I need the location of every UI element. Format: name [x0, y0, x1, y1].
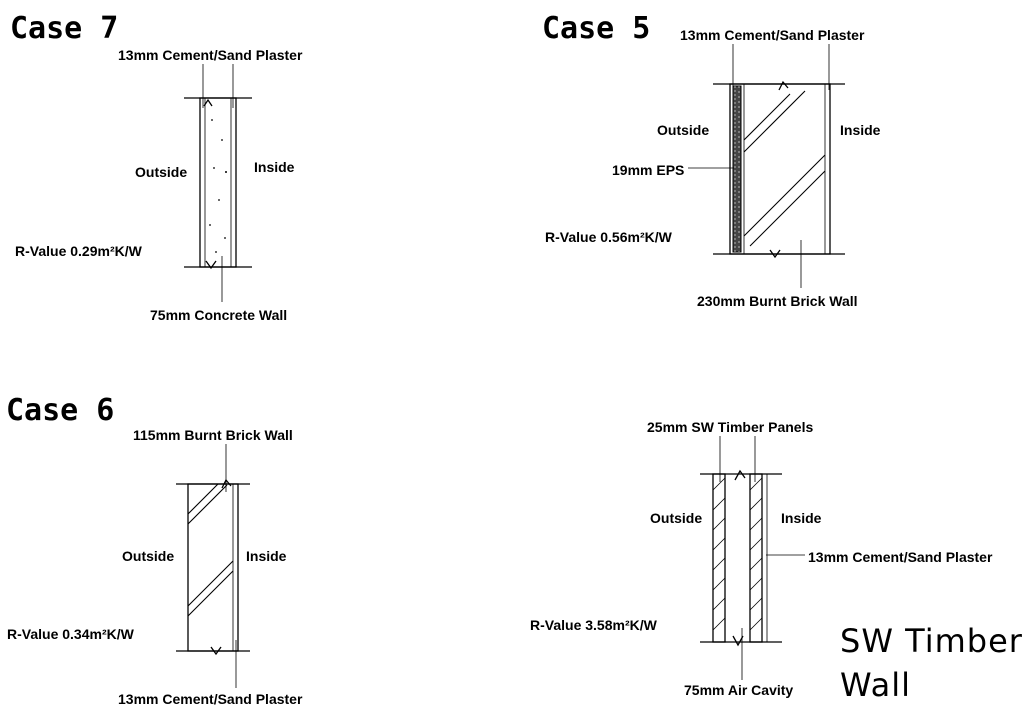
timber-top-label: 25mm SW Timber Panels — [647, 419, 813, 435]
case5-wall-drawing — [688, 44, 845, 288]
case7-section: Case 7 13mm Cement/Sand Plaster Outside … — [10, 11, 303, 323]
case6-bottom-label: 13mm Cement/Sand Plaster — [118, 691, 303, 707]
timber-plaster-label: 13mm Cement/Sand Plaster — [808, 549, 993, 565]
case5-inside-label: Inside — [840, 122, 881, 138]
timber-wall-drawing — [700, 436, 805, 680]
timber-outside-label: Outside — [650, 510, 702, 526]
case7-bottom-label: 75mm Concrete Wall — [150, 307, 287, 323]
case5-outside-label: Outside — [657, 122, 709, 138]
timber-bottom-label: 75mm Air Cavity — [684, 682, 793, 698]
timber-section: 25mm SW Timber Panels Outside Inside 13m… — [530, 419, 1023, 704]
case7-wall-drawing — [184, 64, 252, 302]
case5-title: Case 5 — [542, 11, 650, 46]
case7-outside-label: Outside — [135, 164, 187, 180]
case7-title: Case 7 — [10, 11, 118, 46]
timber-title-line2: Wall — [840, 666, 911, 704]
timber-r-value: R-Value 3.58m²K/W — [530, 617, 658, 633]
case6-wall-drawing — [176, 444, 250, 688]
case6-inside-label: Inside — [246, 548, 287, 564]
case5-r-value: R-Value 0.56m²K/W — [545, 229, 673, 245]
case5-top-label: 13mm Cement/Sand Plaster — [680, 27, 865, 43]
case6-top-label: 115mm Burnt Brick Wall — [133, 427, 293, 443]
case5-eps-label: 19mm EPS — [612, 162, 684, 178]
case6-section: Case 6 115mm Burnt Brick Wall Outside In… — [6, 393, 303, 707]
case7-top-label: 13mm Cement/Sand Plaster — [118, 47, 303, 63]
case6-r-value: R-Value 0.34m²K/W — [7, 626, 135, 642]
case5-bottom-label: 230mm Burnt Brick Wall — [697, 293, 858, 309]
timber-inside-label: Inside — [781, 510, 822, 526]
case6-title: Case 6 — [6, 393, 114, 428]
case6-outside-label: Outside — [122, 548, 174, 564]
case7-r-value: R-Value 0.29m²K/W — [15, 243, 143, 259]
case7-inside-label: Inside — [254, 159, 295, 175]
timber-title-line1: SW Timber — [840, 622, 1023, 660]
case5-section: Case 5 13mm Cement/Sand Plaster Outside … — [542, 11, 881, 309]
